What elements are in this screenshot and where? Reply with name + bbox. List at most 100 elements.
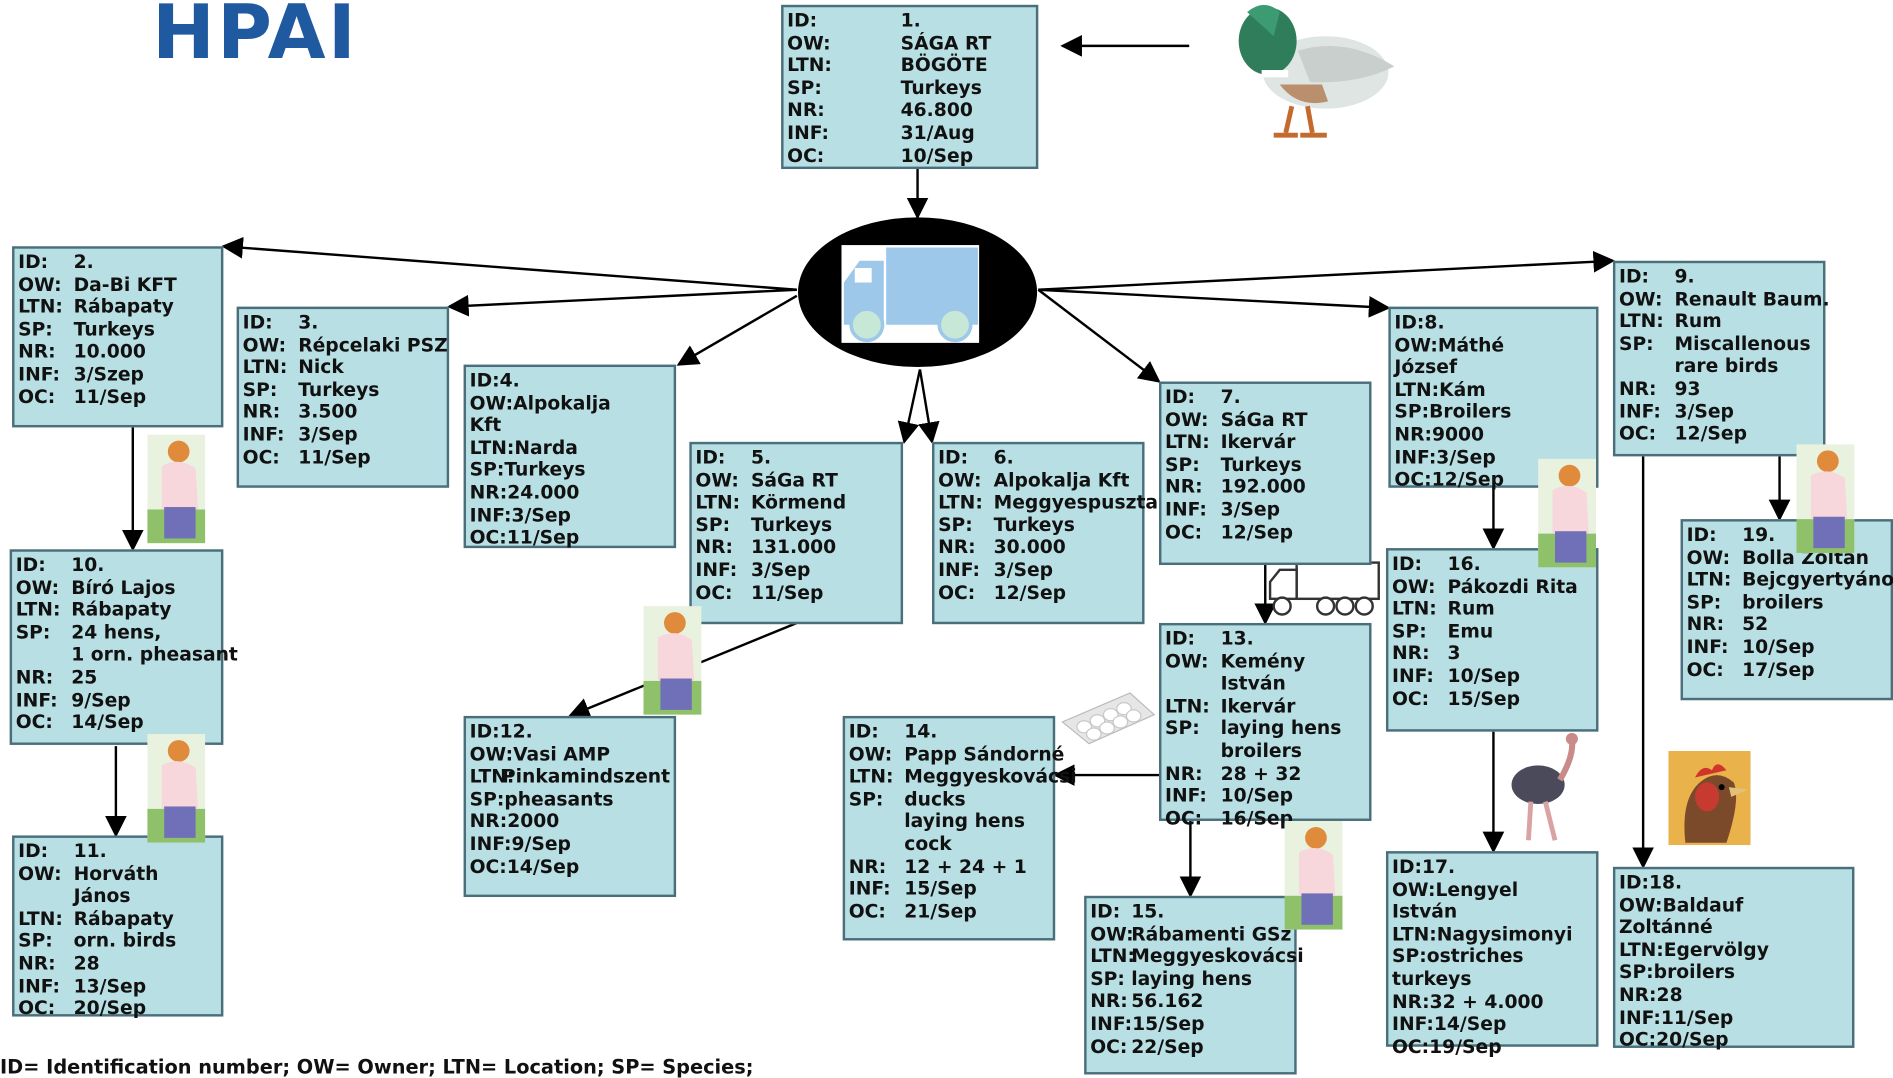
farm-field-row: SP:broilers [1619,961,1848,983]
farm-field-row: OW:Alpokalja [470,392,670,414]
field-value: 9000 [1431,423,1485,446]
farm-field-row: LTN:Kám [1394,379,1592,401]
field-key: OW: [469,391,514,414]
field-key: NR: [787,99,825,122]
field-value: broilers [1653,961,1736,984]
field-value: Pinkamindszent [501,765,671,788]
farm-field-row: OW:SáGa RT [695,469,897,491]
field-key: SP: [18,930,53,952]
field-value: 9. [1674,265,1695,288]
farm-field-row: rare birds [1619,355,1819,377]
field-key: ID: [469,720,500,743]
field-key: SP: [1686,591,1722,614]
farm-field-row: József [1394,356,1592,378]
field-value: Turkeys [298,378,380,401]
field-value: János [73,885,131,907]
farm-field-row: OC:20/Sep [18,997,217,1019]
farm-field-row: NR:9000 [1394,424,1592,446]
field-value: 11/Sep [1660,1006,1734,1029]
field-key: ID: [1392,552,1423,575]
field-value: 3/Sep [993,558,1054,581]
field-value: 4. [499,369,520,392]
field-key: NR: [1090,990,1128,1013]
field-value: 28 [1656,983,1683,1006]
field-value: Egervölgy [1663,939,1769,961]
lorry-icon [1268,561,1380,616]
mallard-duck-icon [1238,4,1395,138]
farm-field-row: István [1392,901,1592,923]
field-value: 11/Sep [298,446,371,468]
farm-field-row: OW:Renault Baum. [1619,288,1830,310]
farm-field-row: OW:Da-Bi KFT [18,274,217,296]
farm-field-row: Kft [470,414,670,436]
farm-field-row: ID:3. [243,311,443,333]
field-value: Emu [1447,620,1494,643]
field-key: OW: [18,273,62,296]
farm-field-row: NR:56.162 [1090,990,1290,1012]
field-value: 12. [499,720,533,743]
field-value: Meggyeskovácsi [1131,945,1304,968]
field-key: OC: [938,581,976,604]
farm-field-row: ID:18. [1619,872,1848,894]
field-key: ID: [695,446,726,469]
field-key: INF: [1618,1006,1661,1029]
field-key: LTN: [1165,431,1210,453]
field-key: INF: [18,363,60,386]
field-value: Narda [514,436,578,459]
field-key: OC: [1618,1028,1657,1051]
field-key: NR: [469,810,508,833]
field-key: NR: [695,536,733,559]
farm-field-row: cock [849,833,1049,855]
farm-field-row: SP:Turkeys [18,318,217,340]
field-value: 10.000 [73,340,146,363]
field-key: OC: [469,526,507,549]
field-key: NR: [18,952,56,975]
field-value: cock [904,832,952,855]
farm-field-row: INF:3/Sep [1165,499,1365,521]
field-key: LTN: [15,599,61,621]
field-key: NR: [1392,990,1430,1013]
field-key: OW: [787,32,831,54]
field-value: 17. [1422,855,1456,878]
field-key: SP: [15,621,51,644]
ostrich-icon [1511,732,1578,841]
farm-field-row: ID:4. [470,369,670,391]
field-key: OW: [1392,878,1436,901]
farm-field-row: ID:13. [1165,628,1365,650]
field-key: NR: [1165,762,1203,785]
field-key: OW: [848,743,893,765]
farm-field-row: LTN:Rábapaty [18,296,217,318]
field-value: 22/Sep [1131,1035,1204,1058]
farm-field-row: NR:2000 [470,811,670,833]
field-key: SP: [787,77,822,99]
field-value: BÖGÖTE [900,54,988,77]
field-value: 16. [1447,552,1481,575]
field-value: Rum [1447,597,1495,620]
farm-field-row: NR:192.000 [1165,476,1365,498]
farm-field-row: INF:3/Sep [1394,446,1592,468]
farm-field-row: 1 orn. pheasant [16,644,238,666]
field-key: INF: [787,121,830,144]
field-key: OW: [1165,650,1209,672]
field-key: OC: [1165,521,1203,543]
field-value: Alpokalja Kft [993,469,1130,491]
field-value: 93 [1674,377,1701,400]
egg-carton-icon [1061,692,1156,745]
field-key: OW: [695,469,739,491]
farm-field-row: OW:Vasi AMP [470,743,670,765]
farm-field-row: LTN:Rum [1619,311,1819,333]
field-value: pheasants [504,788,614,810]
field-key: INF: [1394,446,1437,468]
field-value: Zoltánné [1618,916,1713,939]
field-value: 13/Sep [73,974,147,997]
field-key: INF: [469,832,512,855]
field-value: 25 [71,666,98,689]
field-value: 28 [73,952,100,975]
field-value: 12/Sep [1220,521,1294,543]
field-value: 19/Sep [1429,1035,1502,1058]
field-key: SP: [1394,401,1430,424]
field-key: LTN: [1394,378,1440,401]
